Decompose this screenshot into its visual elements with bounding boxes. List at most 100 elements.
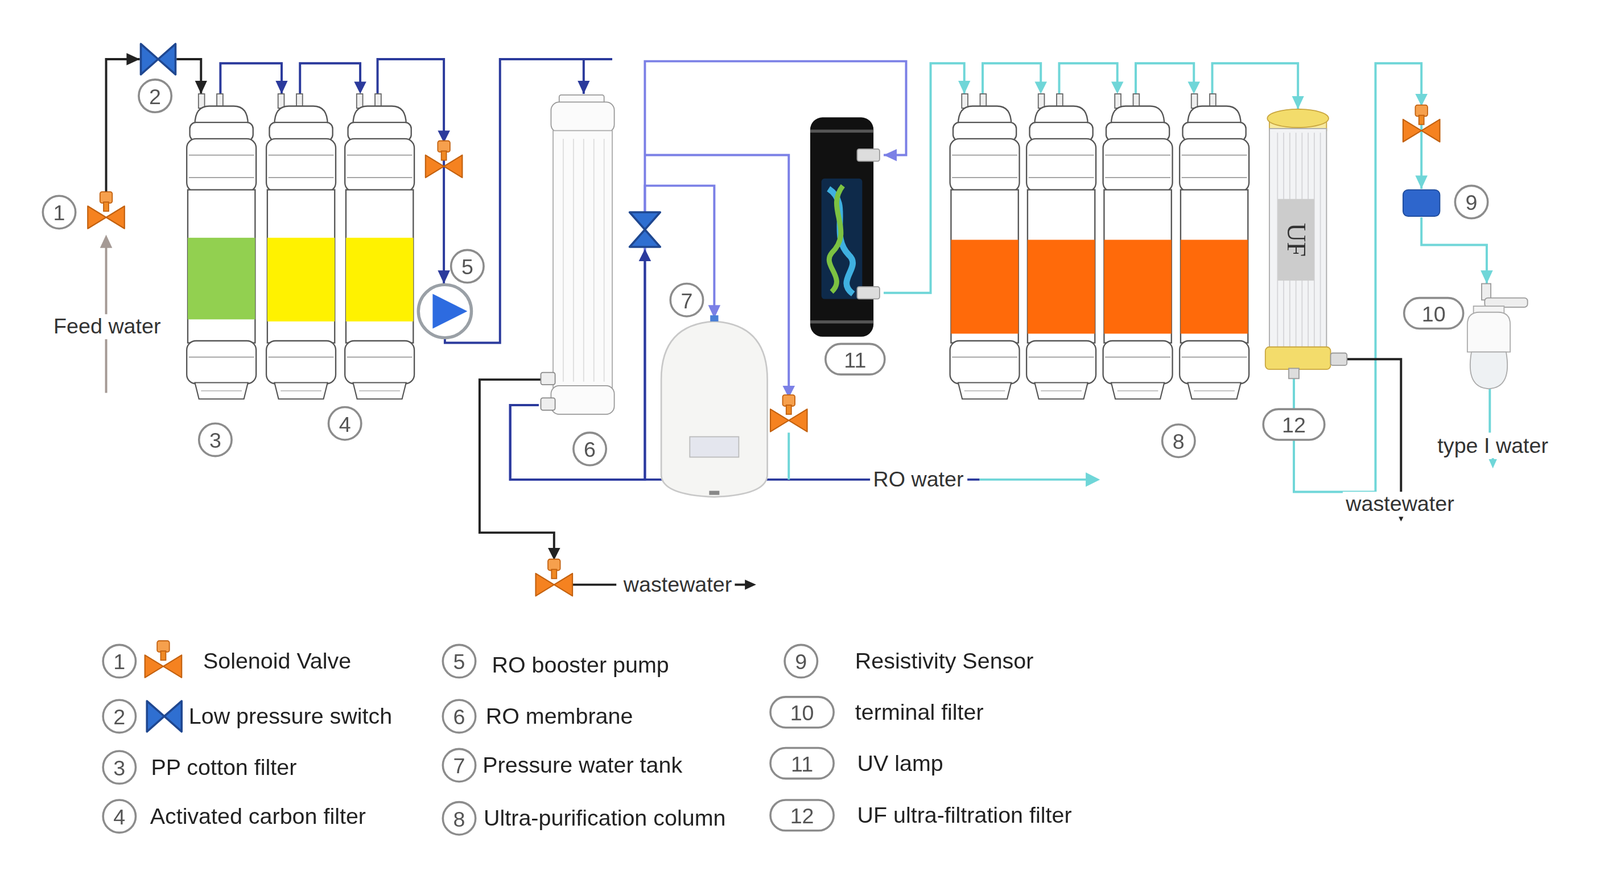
flow-arrowhead (547, 547, 561, 561)
pressure-tank-body (661, 321, 768, 497)
uf-filter-body (1320, 132, 1322, 352)
callout-circle: 2 (101, 698, 137, 734)
callout-circle: 1 (101, 644, 137, 679)
uv-lamp: 11 (807, 117, 884, 337)
ro-membrane-housing (603, 138, 605, 382)
uf-filter-body (1269, 128, 1327, 356)
callout-number: 12 (790, 804, 815, 827)
resistivity-sensor: 9 (1401, 188, 1441, 218)
legend-text: Solenoid Valve (203, 648, 352, 674)
media-band (345, 237, 414, 322)
callout-circle: 12 (1262, 407, 1326, 441)
flow-label: type I water (1434, 433, 1552, 459)
ro-booster-pump: 5 (417, 283, 473, 340)
legend-text: RO membrane (485, 703, 634, 729)
ro-membrane-housing (572, 138, 575, 382)
low-pressure-switch: 2 (139, 43, 177, 75)
callout-number: 3 (209, 429, 222, 451)
callout-number: 6 (453, 705, 466, 728)
solenoid-valve-icon (1403, 105, 1441, 143)
callout-number: 12 (1281, 413, 1306, 436)
carbon-cartridge (266, 93, 336, 399)
callout-circle: 9 (783, 644, 819, 679)
legend-text: Pressure water tank (482, 752, 683, 778)
pipe-connector (176, 59, 201, 94)
terminal-filter-body (1467, 312, 1511, 353)
uv-lamp-body (810, 320, 874, 324)
legend-text: Low pressure switch (188, 703, 393, 729)
pipe-connector (106, 59, 140, 193)
pressure-tank-body (710, 315, 719, 322)
activated-carbon-filter: 4 (266, 93, 416, 400)
callout-circle: 9 (1454, 184, 1490, 220)
callout-circle: 2 (137, 78, 173, 114)
callout-number: 9 (1465, 191, 1478, 213)
flow-arrowhead (100, 81, 1498, 590)
media-band (950, 239, 1018, 334)
uf-filter-body (1265, 347, 1331, 370)
uv-lamp-body (856, 286, 880, 300)
callout-number: 7 (680, 289, 693, 311)
media-band (1180, 239, 1248, 334)
pipe (106, 59, 1494, 585)
flow-arrowhead (100, 234, 113, 248)
uv-lamp-body (829, 185, 843, 292)
solenoid-valve-icon (87, 191, 125, 229)
callout-circle: 5 (450, 249, 485, 284)
solenoid-valve-icon (425, 140, 463, 178)
legend-text: PP cotton filter (150, 754, 297, 781)
pipe (1059, 63, 1118, 94)
callout-circle: 6 (442, 698, 477, 734)
ro-membrane: 6 (538, 93, 617, 419)
flow-label: Feed water (50, 314, 164, 339)
flow-arrowhead (1187, 81, 1200, 94)
pipe (1488, 388, 1491, 433)
flow-arrowhead (1489, 459, 1498, 469)
media-band (187, 237, 1248, 334)
callout-circle: 11 (769, 747, 835, 780)
uf-filter-body (1277, 199, 1315, 281)
pressure-tank-body (661, 315, 768, 497)
callout-circle: 1 (42, 195, 77, 230)
carbon-cartridge (344, 93, 415, 399)
pipe-connector (1212, 63, 1299, 110)
ro-membrane-housing (540, 397, 555, 411)
pipe (643, 259, 646, 480)
ultra-column-cartridge (950, 93, 1020, 399)
pressure-switch-icon (629, 212, 661, 247)
terminal-filter-body (1470, 352, 1508, 390)
pipe (299, 63, 361, 94)
legend-text: Activated carbon filter (150, 803, 366, 830)
uv-lamp-body (856, 149, 880, 162)
resistivity-sensor-body (1403, 190, 1441, 217)
ro-membrane-housing (562, 138, 564, 382)
ro-membrane-housing (583, 138, 585, 382)
flow-arrowhead (353, 81, 367, 94)
pressure-water-tank: 7 (661, 318, 768, 499)
legend-text: terminal filter (855, 699, 984, 725)
uv-lamp-body (810, 129, 874, 133)
callout-number: 3 (113, 756, 126, 779)
solenoid-valve-icon (770, 394, 808, 432)
callout-number: 2 (113, 705, 126, 728)
flow-arrowhead (638, 249, 652, 262)
legend-text: RO booster pump (491, 652, 669, 679)
pipe (979, 478, 1088, 481)
legend-switch-icon (146, 700, 182, 732)
legend-text: Ultra-purification column (483, 805, 726, 832)
pressure-tank-body (708, 491, 720, 496)
ultra-column-cartridge (1179, 93, 1249, 399)
uf-filter-body (1330, 353, 1348, 366)
media-band (1027, 239, 1095, 334)
media-band (187, 237, 255, 320)
uf-filter: UF12 (1265, 109, 1333, 378)
part-label: UF (1282, 223, 1310, 258)
callout-number: 7 (453, 754, 466, 777)
resistivity-sensor-body (1403, 190, 1441, 217)
media-band (267, 237, 335, 322)
booster-pump-icon (418, 284, 472, 338)
solenoid-valve: 1 (87, 192, 125, 233)
callout-number: 4 (113, 805, 126, 828)
flow-label: RO water (869, 467, 967, 492)
